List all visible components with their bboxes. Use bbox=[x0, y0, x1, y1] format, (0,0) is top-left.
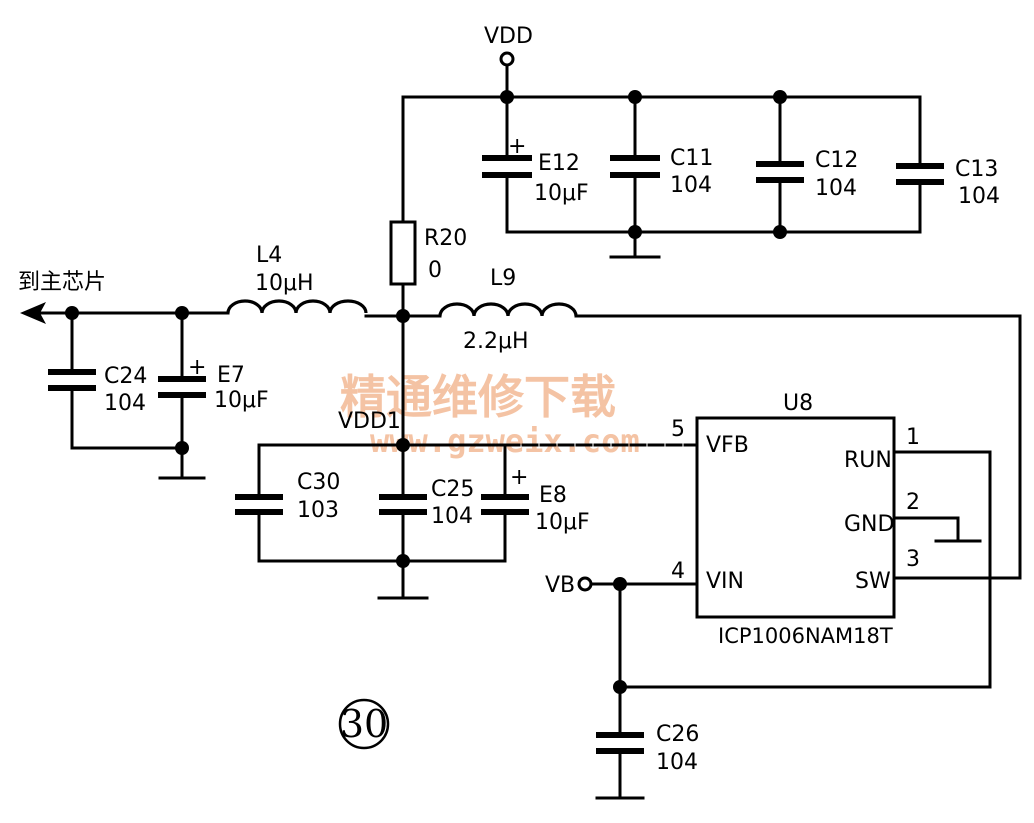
c11-value: 104 bbox=[670, 173, 712, 198]
pin-run-number: 1 bbox=[906, 425, 920, 450]
pin-gnd-name: GND bbox=[844, 512, 894, 537]
capacitor-e12: + E12 10μF bbox=[482, 95, 589, 234]
vdd1-label: VDD1 bbox=[338, 409, 401, 434]
vdd-terminal bbox=[499, 51, 515, 67]
capacitor-e8: + E8 10μF bbox=[481, 465, 590, 535]
u8-part-number: ICP1006NAM18T bbox=[718, 624, 893, 648]
capacitor-c26: C26 104 bbox=[595, 722, 699, 800]
pin-run-name: RUN bbox=[844, 448, 892, 473]
resistor-r20: R20 0 bbox=[389, 220, 467, 318]
capacitor-c30: C30 103 bbox=[235, 470, 340, 523]
c13-value: 104 bbox=[958, 184, 1000, 209]
c30-ref: C30 bbox=[297, 470, 340, 495]
e12-value: 10μF bbox=[534, 181, 589, 206]
capacitor-c25: C25 104 bbox=[379, 443, 474, 563]
vb-net: VB bbox=[545, 573, 699, 737]
e12-ref: E12 bbox=[538, 151, 580, 176]
polarity-mark: + bbox=[188, 355, 206, 380]
c12-ref: C12 bbox=[815, 148, 858, 173]
r20-ref: R20 bbox=[424, 226, 467, 251]
pin-vin-number: 4 bbox=[671, 559, 685, 584]
l9-ref: L9 bbox=[490, 266, 516, 291]
pin-vin-name: VIN bbox=[706, 569, 744, 594]
l4-value: 10μH bbox=[255, 271, 314, 296]
pin-vfb-name: VFB bbox=[706, 433, 749, 458]
e8-value: 10μF bbox=[535, 510, 590, 535]
r20-value: 0 bbox=[428, 258, 442, 283]
vb-label: VB bbox=[545, 573, 575, 598]
capacitor-e7: + E7 10μF bbox=[158, 311, 269, 480]
c12-value: 104 bbox=[815, 176, 857, 201]
pin-gnd-number: 2 bbox=[906, 490, 920, 515]
c25-ref: C25 bbox=[431, 477, 474, 502]
e7-ref: E7 bbox=[217, 363, 245, 388]
vdd-label: VDD bbox=[484, 24, 533, 49]
capacitor-c13: C13 104 bbox=[896, 148, 1000, 209]
pin-vfb-number: 5 bbox=[671, 417, 685, 442]
figure-number-text: 30 bbox=[340, 702, 388, 746]
e7-value: 10μF bbox=[214, 388, 269, 413]
c24-ref: C24 bbox=[104, 364, 147, 389]
c11-ref: C11 bbox=[670, 146, 713, 171]
capacitor-c11: C11 104 bbox=[610, 95, 713, 234]
l9-value: 2.2μH bbox=[463, 329, 529, 354]
capacitor-c24: C24 104 bbox=[48, 311, 184, 450]
polarity-mark: + bbox=[508, 134, 526, 159]
watermark-text: 精通维修下载 bbox=[340, 370, 616, 424]
ic-u8: U8 ICP1006NAM18T VFB VIN RUN GND SW 5 4 … bbox=[618, 391, 1022, 689]
vdd-net: VDD bbox=[401, 24, 922, 259]
inductor-l4: L4 10μH bbox=[226, 243, 368, 314]
c13-ref: C13 bbox=[955, 157, 998, 182]
polarity-mark: + bbox=[510, 465, 528, 490]
vdd1-net: VDD1 bbox=[257, 314, 699, 600]
inductor-l9: L9 2.2μH bbox=[438, 266, 578, 354]
l4-ref: L4 bbox=[256, 243, 282, 268]
e8-ref: E8 bbox=[539, 483, 567, 508]
arrow-left-icon bbox=[20, 302, 46, 324]
to-main-chip-label: 到主芯片 bbox=[18, 270, 106, 295]
figure-number: 30 bbox=[338, 698, 390, 750]
vb-terminal bbox=[577, 576, 593, 592]
c26-value: 104 bbox=[656, 750, 698, 775]
c25-value: 104 bbox=[431, 504, 473, 529]
u8-ref: U8 bbox=[783, 391, 813, 416]
capacitor-c12: C12 104 bbox=[756, 95, 858, 234]
pin-sw-number: 3 bbox=[906, 547, 920, 572]
c24-value: 104 bbox=[104, 391, 146, 416]
pin-sw-name: SW bbox=[855, 569, 891, 594]
c30-value: 103 bbox=[297, 498, 339, 523]
c26-ref: C26 bbox=[656, 722, 699, 747]
watermark: 精通维修下载 www.gzweix.com bbox=[340, 370, 640, 460]
